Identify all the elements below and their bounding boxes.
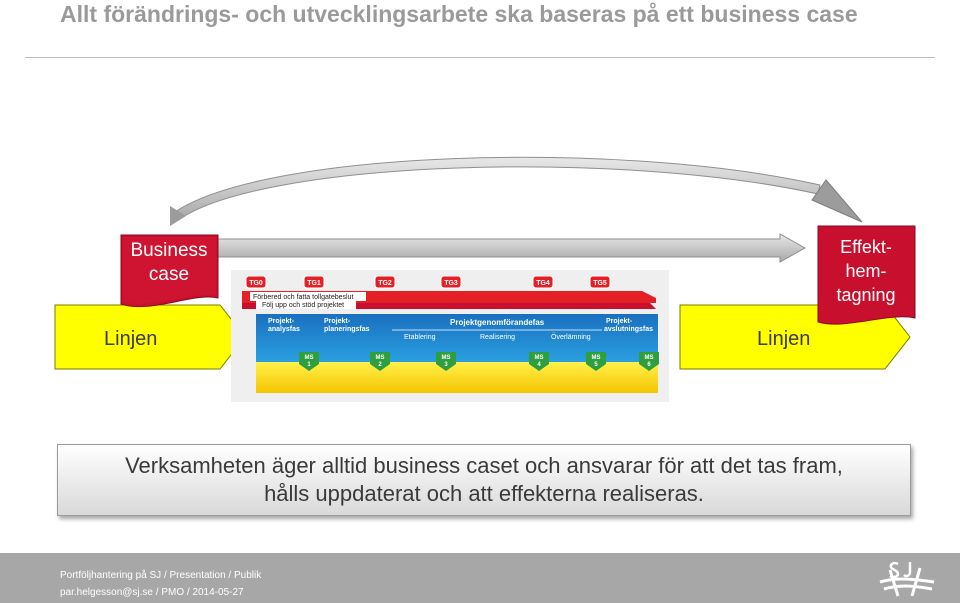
milestone-number: 5 bbox=[594, 362, 598, 368]
footer-line-1: Portföljhantering på SJ / Presentation /… bbox=[60, 570, 262, 581]
feedback-arrowhead-icon bbox=[811, 179, 863, 223]
milestone-label: MS bbox=[442, 355, 451, 361]
project-model: Förbered och fatta tollgatebeslut Följ u… bbox=[231, 270, 669, 402]
phase-planering-l1: Projekt- bbox=[324, 318, 351, 325]
title-divider bbox=[25, 57, 935, 58]
milestone-label: MS bbox=[645, 355, 654, 361]
milestone-1: MS1 bbox=[299, 352, 319, 371]
sj-logo-icon bbox=[879, 561, 935, 597]
statement-box: Verksamheten äger alltid business caset … bbox=[57, 444, 911, 516]
bar2-box bbox=[256, 301, 356, 309]
tollgate-label: TG5 bbox=[593, 280, 607, 287]
tollgate-markers: TG0 TG1 TG2 TG3 TG4 TG5 bbox=[245, 275, 611, 289]
business-case-label-2: case bbox=[149, 264, 189, 285]
straight-arrow bbox=[217, 233, 807, 263]
page-title: Allt förändrings- och utvecklingsarbete … bbox=[60, 1, 858, 27]
process-diagram: Business case Effekt- hem- tagning Linje… bbox=[54, 156, 916, 402]
milestone-label: MS bbox=[376, 355, 385, 361]
phase-etablering: Etablering bbox=[404, 334, 436, 341]
milestone-6: MS6 bbox=[639, 352, 659, 371]
phase-avslutning-l1: Projekt- bbox=[606, 318, 633, 325]
tollgate-label: TG3 bbox=[444, 280, 458, 287]
tollgate-label: TG0 bbox=[249, 280, 263, 287]
tollgate-5: TG5 bbox=[589, 275, 611, 289]
milestone-label: MS bbox=[305, 355, 314, 361]
phase-overlamning: Överlämning bbox=[551, 333, 591, 341]
effekt-label-3: tagning bbox=[836, 285, 895, 305]
milestone-label: MS bbox=[535, 355, 544, 361]
effekt-label-2: hem- bbox=[845, 261, 886, 281]
milestone-number: 1 bbox=[307, 362, 311, 368]
bar1-label: Förbered och fatta tollgatebeslut bbox=[253, 294, 353, 301]
tollgate-2: TG2 bbox=[374, 275, 396, 289]
phase-avslutning-l2: avslutningsfas bbox=[604, 326, 653, 333]
phase-genomforande: Projektgenomförandefas bbox=[450, 318, 545, 327]
milestone-number: 6 bbox=[647, 362, 651, 368]
milestone-number: 4 bbox=[537, 362, 541, 368]
tollgate-label: TG1 bbox=[307, 280, 321, 287]
business-case-label-1: Business bbox=[130, 240, 207, 261]
phase-realisering: Realisering bbox=[480, 334, 515, 341]
tollgate-4: TG4 bbox=[532, 275, 554, 289]
phase-analys-l1: Projekt- bbox=[268, 318, 295, 325]
linjen-left-label: Linjen bbox=[104, 328, 157, 350]
milestone-3: MS3 bbox=[436, 352, 456, 371]
phase-analys-l2: analysfas bbox=[268, 326, 300, 333]
effekthemtagning-note bbox=[817, 225, 916, 325]
statement-line-2: hålls uppdaterat och att effekterna real… bbox=[264, 481, 704, 506]
milestone-label: MS bbox=[592, 355, 601, 361]
milestone-2: MS2 bbox=[370, 352, 390, 371]
footer-bar: Portföljhantering på SJ / Presentation /… bbox=[0, 553, 960, 603]
tollgate-0: TG0 bbox=[245, 275, 267, 289]
linjen-right-label: Linjen bbox=[757, 328, 810, 350]
feedback-curve-arrow bbox=[171, 156, 821, 222]
statement-line-1: Verksamheten äger alltid business caset … bbox=[125, 453, 843, 478]
tollgate-1: TG1 bbox=[303, 275, 325, 289]
business-case-note bbox=[120, 234, 219, 308]
tollgate-label: TG4 bbox=[536, 280, 550, 287]
milestone-number: 3 bbox=[444, 362, 448, 368]
curve-arrow-tail bbox=[170, 206, 186, 226]
milestone-5: MS5 bbox=[586, 352, 606, 371]
tollgate-3: TG3 bbox=[440, 275, 462, 289]
milestone-number: 2 bbox=[378, 362, 382, 368]
tollgate-label: TG2 bbox=[378, 280, 392, 287]
bar2-label: Följ upp och stöd projektet bbox=[262, 302, 344, 309]
phase-planering-l2: planeringsfas bbox=[324, 326, 370, 333]
bar1-box bbox=[250, 292, 366, 301]
footer-line-2: par.helgesson@sj.se / PMO / 2014-05-27 bbox=[60, 587, 244, 598]
milestone-4: MS4 bbox=[529, 352, 549, 371]
effekt-label-1: Effekt- bbox=[840, 237, 892, 257]
